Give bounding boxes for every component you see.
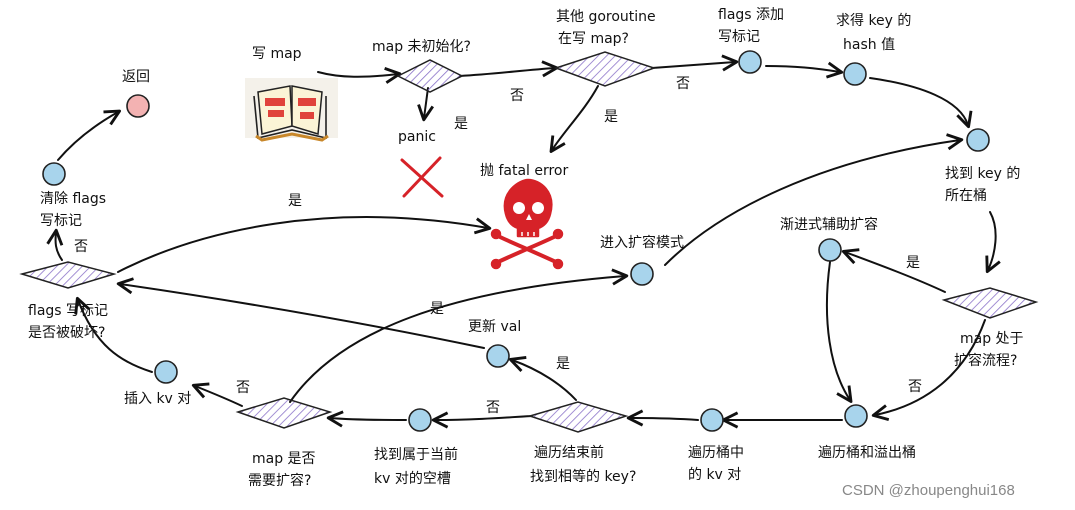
- edge-clear-to-return: [57, 109, 122, 161]
- edge-label-traverse-no: 否: [486, 400, 500, 416]
- step-update-val: [486, 344, 510, 368]
- step-nodes: [42, 50, 990, 432]
- label-clear-flags-1: 清除 flags: [40, 191, 107, 207]
- decision-nodes: [19, 51, 1039, 433]
- label-map-expanding-1: map 处于: [960, 331, 1024, 347]
- step-clear-flags: [42, 162, 66, 186]
- edge-label-flagsbroken-no: 否: [74, 239, 88, 255]
- label-traverse-kv-2: 的 kv 对: [688, 467, 742, 483]
- label-hash-1: 求得 key 的: [836, 13, 912, 29]
- decision-other-goroutine: [553, 51, 657, 87]
- edge-label-expanding-yes: 是: [906, 255, 920, 271]
- label-fatal-error: 抛 fatal error: [480, 163, 569, 179]
- label-need-expand-2: 需要扩容?: [248, 473, 312, 489]
- label-traverse-overflow: 遍历桶和溢出桶: [818, 445, 916, 461]
- edge-flagsbroken-to-clear: [46, 228, 64, 261]
- label-other-goroutine-1: 其他 goroutine: [556, 9, 656, 25]
- label-clear-flags-2: 写标记: [40, 213, 82, 229]
- step-traverse-kv: [700, 408, 724, 432]
- label-find-bucket-1: 找到 key 的: [945, 166, 1021, 182]
- label-flags-add-2: 写标记: [718, 29, 760, 45]
- edge-uninit-to-goroutine: [459, 60, 559, 78]
- edge-goroutine-to-fatal: [549, 85, 599, 153]
- step-insert-kv: [154, 360, 178, 384]
- step-flags-add: [738, 50, 762, 74]
- step-overflow: [844, 404, 868, 428]
- label-panic: panic: [398, 129, 436, 145]
- step-find-slot: [408, 408, 432, 432]
- edge-update-to-flagsbroken: [116, 277, 485, 349]
- label-flags-add-1: flags 添加: [718, 7, 785, 23]
- panic-cross-icon: [400, 156, 444, 198]
- edge-label-traverse-yes: 是: [556, 356, 570, 372]
- step-hash: [843, 62, 867, 86]
- label-write-map: 写 map: [252, 46, 302, 62]
- book-illustration: [245, 78, 338, 142]
- edge-label-uninit-yes: 是: [454, 116, 468, 132]
- edge-needexpand-to-insertkv: [191, 382, 243, 407]
- edge-label-needexpand-no: 否: [236, 380, 250, 396]
- edge-incremental-to-overflow: [825, 261, 853, 403]
- label-enter-expand: 进入扩容模式: [600, 235, 684, 251]
- edge-insertkv-to-flagsbroken: [74, 296, 153, 373]
- edge-flagsadd-to-hash: [765, 61, 844, 79]
- edge-label-goroutine-no: 否: [676, 76, 690, 92]
- label-hash-2: hash 值: [843, 37, 896, 53]
- step-incremental: [818, 238, 842, 262]
- edge-traversekv-to-traverseend: [626, 409, 699, 427]
- label-insert-kv: 插入 kv 对: [124, 391, 192, 407]
- edge-needexpand-to-enterexpand: [289, 268, 629, 403]
- step-enter-expand: [630, 262, 654, 286]
- label-traverse-end-2: 找到相等的 key?: [530, 469, 637, 485]
- label-map-expanding-2: 扩容流程?: [954, 353, 1018, 369]
- edge-expanding-to-incremental: [841, 248, 946, 293]
- edge-label-goroutine-yes: 是: [604, 109, 618, 125]
- decision-traverse-end: [527, 401, 629, 433]
- edges: [46, 54, 1001, 429]
- step-return: [126, 94, 150, 118]
- edge-flagsbroken-to-fatal: [117, 216, 492, 273]
- edge-traverseend-to-update: [508, 356, 577, 401]
- edge-label-needexpand-yes: 是: [430, 301, 444, 317]
- decision-map-uninit: [396, 59, 464, 93]
- edge-hash-to-bucket: [869, 77, 973, 129]
- edge-findslot-to-needexpand: [326, 410, 407, 428]
- edge-enterexpand-to-bucket: [664, 133, 964, 266]
- edge-label-flagsbroken-yes: 是: [288, 193, 302, 209]
- edge-label-uninit-no: 否: [510, 88, 524, 104]
- decision-map-expanding: [941, 287, 1039, 319]
- label-map-uninit: map 未初始化?: [372, 39, 471, 55]
- edge-goroutine-to-flagsadd: [651, 54, 739, 72]
- decision-need-expand: [235, 397, 333, 429]
- label-traverse-kv-1: 遍历桶中: [688, 445, 744, 461]
- step-find-bucket: [966, 128, 990, 152]
- decision-flags-broken: [19, 261, 117, 289]
- label-find-slot-2: kv 对的空槽: [374, 471, 451, 487]
- label-traverse-end-1: 遍历结束前: [534, 445, 604, 461]
- edge-traverseend-to-findslot: [431, 411, 533, 429]
- label-incremental-expand: 渐进式辅助扩容: [780, 217, 878, 233]
- label-flags-broken-2: 是否被破坏?: [28, 325, 106, 341]
- edge-bucket-to-expanding: [985, 211, 1001, 274]
- label-need-expand-1: map 是否: [252, 451, 316, 467]
- edge-expanding-to-overflow: [871, 319, 986, 421]
- label-flags-broken-1: flags 写标记: [28, 303, 109, 319]
- label-update-val: 更新 val: [468, 319, 522, 335]
- skull-icon: [490, 178, 564, 270]
- label-other-goroutine-2: 在写 map?: [558, 31, 629, 47]
- label-find-bucket-2: 所在桶: [945, 188, 987, 204]
- edge-uninit-to-panic: [417, 87, 434, 122]
- label-return: 返回: [122, 69, 150, 85]
- edge-label-expanding-no: 否: [908, 379, 922, 395]
- label-find-slot-1: 找到属于当前: [374, 447, 458, 463]
- watermark: CSDN @zhoupenghui168: [842, 482, 1015, 499]
- edge-write-to-uninit: [317, 67, 402, 84]
